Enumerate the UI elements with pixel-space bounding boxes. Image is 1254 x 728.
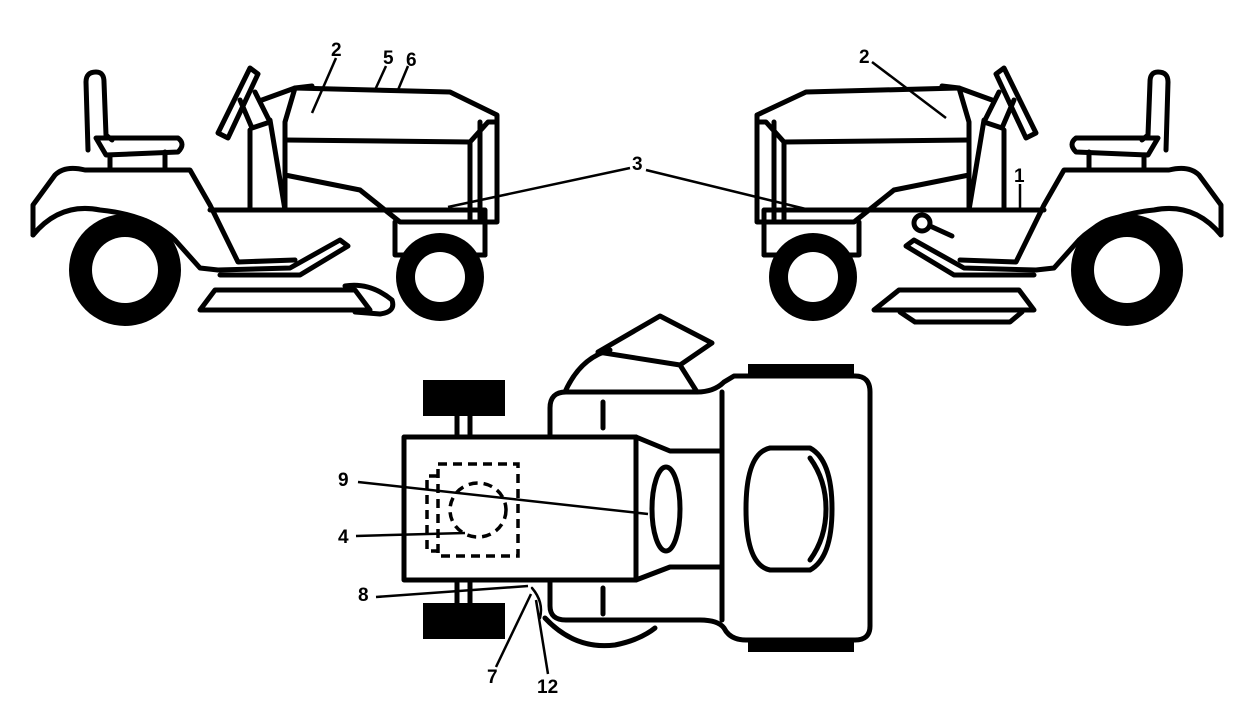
leader-5 — [373, 65, 388, 91]
front-tire-top-left — [423, 380, 505, 416]
hood-crease — [282, 119, 500, 145]
rear-wheel-right-hub — [1094, 237, 1160, 303]
callout-3: 3 — [632, 154, 643, 175]
footrest-right — [903, 237, 1039, 278]
frame-rail-right — [761, 207, 1047, 258]
steering-column — [237, 89, 273, 131]
seat-top-back — [807, 455, 829, 563]
callout-5: 5 — [383, 48, 394, 69]
tractor-left-side-view — [30, 65, 500, 326]
callout-8: 8 — [358, 585, 369, 606]
rear-fender-right — [957, 165, 1224, 265]
discharge-chute — [595, 313, 715, 395]
hood-crease-right — [754, 119, 972, 145]
leader-3-right — [645, 168, 815, 213]
ignition-key-icon — [911, 212, 933, 234]
decal-area-4-outer — [425, 474, 438, 553]
grille — [467, 119, 483, 225]
callout-4: 4 — [338, 527, 349, 548]
tractor-body-top — [547, 373, 873, 643]
deck-skirt-right — [897, 309, 1025, 325]
callout-1: 1 — [1014, 166, 1025, 187]
rear-tire-top — [748, 364, 854, 377]
seat-back — [83, 69, 115, 153]
front-wheel-right-hub — [788, 252, 838, 302]
hood — [282, 85, 500, 225]
steering-wheel-right — [993, 65, 1039, 141]
callout-2-left: 2 — [331, 40, 342, 61]
lift-lever — [530, 586, 543, 620]
seat-back-right — [1139, 69, 1171, 153]
leader-8 — [375, 584, 529, 599]
callout-2-right: 2 — [859, 47, 870, 68]
rear-fender — [30, 165, 298, 265]
leader-9 — [357, 480, 649, 516]
steering-column-right — [981, 89, 1017, 131]
front-wheel-left-hub — [415, 252, 465, 302]
tractor-top-view — [401, 313, 873, 652]
frame-rail — [207, 207, 488, 258]
steering-hub-top — [649, 464, 683, 554]
footrest — [215, 237, 351, 278]
steering-wheel — [215, 65, 261, 141]
ignition-key-shaft — [927, 223, 955, 239]
deck-outline-top — [562, 347, 613, 395]
leader-2-right — [871, 61, 947, 119]
leader-4 — [355, 531, 466, 538]
leader-6 — [396, 65, 410, 91]
leader-7 — [494, 593, 533, 668]
rear-tire-bottom — [748, 639, 854, 652]
front-tire-bottom-left — [423, 603, 505, 639]
leader-12 — [534, 599, 550, 675]
decal-area-4 — [436, 462, 520, 558]
seat-cushion-right — [1069, 135, 1161, 158]
seat-top — [743, 445, 835, 573]
seat-cushion — [93, 135, 185, 158]
callout-6: 6 — [406, 50, 417, 71]
mower-deck — [197, 287, 373, 313]
hood-neck — [633, 434, 725, 583]
grille-right — [771, 119, 787, 225]
callout-9: 9 — [338, 470, 349, 491]
deck-outline-bottom — [542, 615, 658, 649]
tractor-right-side-view — [754, 65, 1224, 326]
rear-wheel-left-hub — [92, 237, 158, 303]
callout-labels: 2 5 6 2 3 1 9 4 8 7 12 — [331, 40, 1025, 698]
rear-fender-inner — [30, 205, 221, 273]
leader-3-left — [447, 166, 631, 209]
deck-chute — [342, 282, 396, 317]
leader-2-left — [310, 57, 338, 114]
mower-deck-right — [871, 287, 1037, 313]
callout-7: 7 — [487, 667, 498, 688]
decal-area-9 — [448, 481, 508, 539]
leader-lines — [310, 57, 1022, 675]
callout-12: 12 — [537, 677, 558, 698]
hood-right — [754, 85, 972, 225]
front-axle-stubs — [454, 413, 473, 606]
